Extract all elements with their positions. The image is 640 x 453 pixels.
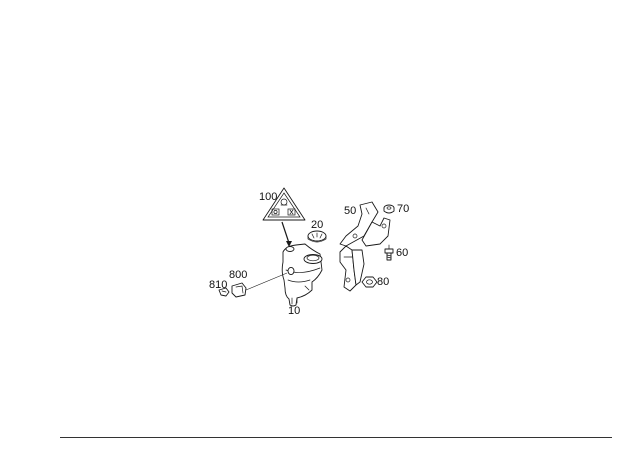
tank-cap-20[interactable] [307, 230, 327, 243]
coolant-expansion-tank-10[interactable] [281, 243, 323, 307]
callout-810[interactable]: 810 [209, 279, 227, 291]
callout-20[interactable]: 20 [311, 219, 323, 231]
rubber-grommet-70[interactable] [383, 204, 395, 214]
level-sensor-800[interactable] [231, 272, 288, 298]
nut-80[interactable] [361, 276, 378, 288]
mounting-bracket-50[interactable] [339, 201, 391, 292]
label-pointer-arrow [281, 221, 292, 247]
callout-70[interactable]: 70 [397, 203, 409, 215]
callout-80[interactable]: 80 [377, 276, 389, 288]
callout-100[interactable]: 100 [259, 191, 277, 203]
callout-50[interactable]: 50 [344, 205, 356, 217]
callout-800[interactable]: 800 [229, 269, 247, 281]
callout-10[interactable]: 10 [288, 305, 300, 317]
footer-divider [60, 437, 612, 438]
sensor-clip-810[interactable] [218, 287, 230, 297]
warning-label-100[interactable] [262, 187, 306, 221]
bolt-60[interactable] [384, 244, 394, 261]
callout-60[interactable]: 60 [396, 247, 408, 259]
